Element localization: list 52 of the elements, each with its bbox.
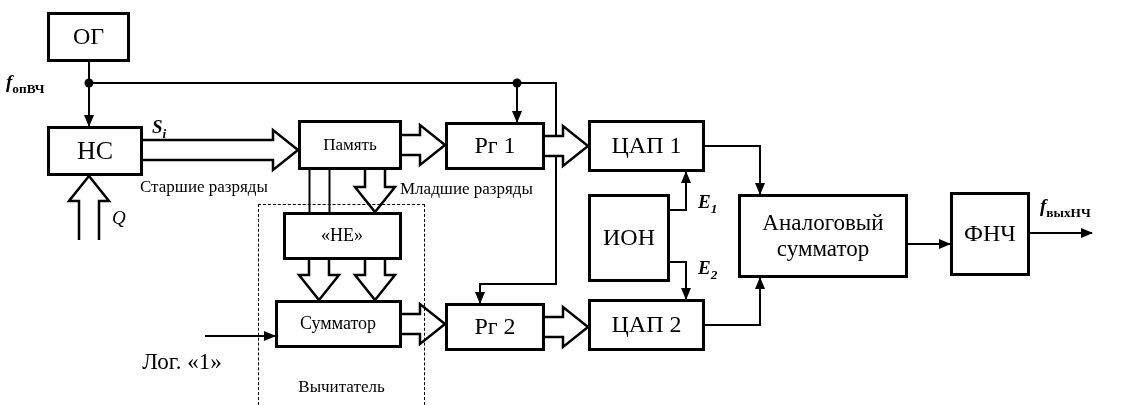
line <box>308 169 331 213</box>
arrow <box>907 239 951 249</box>
bus-arrow <box>352 168 398 214</box>
box-label: ФНЧ <box>964 220 1016 248</box>
box-label: ЦАП 2 <box>611 311 682 339</box>
process-box <box>47 126 143 176</box>
arrow <box>704 277 765 326</box>
input-label: Лог. «1» <box>142 348 222 376</box>
bus-arrow <box>400 122 447 168</box>
box-label: ИОН <box>603 224 655 252</box>
arrow <box>1029 228 1093 238</box>
edge-label: Младшие разряды <box>400 180 533 197</box>
box-label: Сумматор <box>299 313 377 334</box>
bus-arrow <box>141 127 300 173</box>
bus-arrow <box>543 123 590 169</box>
adder-box <box>274 299 402 348</box>
arrow <box>204 331 276 341</box>
bus-arrow <box>543 304 590 350</box>
bus-arrow <box>352 258 398 302</box>
box-label: Рг 2 <box>474 313 516 341</box>
arrow <box>704 145 765 195</box>
box-label: ОГ <box>72 23 105 51</box>
arrow <box>669 171 691 211</box>
signal-label: f$_{опВЧ}$ <box>6 72 45 96</box>
logic-box <box>282 211 402 260</box>
bus-arrow <box>296 258 342 302</box>
adder-box <box>738 194 908 278</box>
reference-box <box>588 194 670 282</box>
box-label: НС <box>76 136 114 166</box>
bus-arrow <box>66 174 112 242</box>
signal-label: E$_{2}$ <box>698 258 718 282</box>
dashed-group-frame <box>258 204 425 405</box>
edge-label: Старшие разряды <box>140 178 268 195</box>
signal-label: E$_{1}$ <box>698 192 718 216</box>
signal-label: f$_{выхНЧ}$ <box>1040 196 1091 220</box>
generator-box <box>47 12 130 62</box>
box-label: Рг 1 <box>474 132 516 160</box>
dac-box <box>588 299 705 351</box>
signal-label: S$_{i}$ <box>152 117 167 141</box>
register-box <box>445 122 545 170</box>
bus-arrow <box>400 301 447 347</box>
filter-box <box>950 192 1030 276</box>
signal-label: Q <box>112 208 126 227</box>
group-title: Вычитатель <box>298 377 385 397</box>
box-label: ЦАП 1 <box>611 132 682 160</box>
box-label: «НЕ» <box>321 225 363 246</box>
memory-box <box>298 120 402 170</box>
register-box <box>445 303 545 351</box>
box-label: Аналоговый сумматор <box>761 209 885 263</box>
arrow <box>669 261 691 300</box>
box-label: Память <box>323 135 377 155</box>
dac-box <box>588 120 705 172</box>
